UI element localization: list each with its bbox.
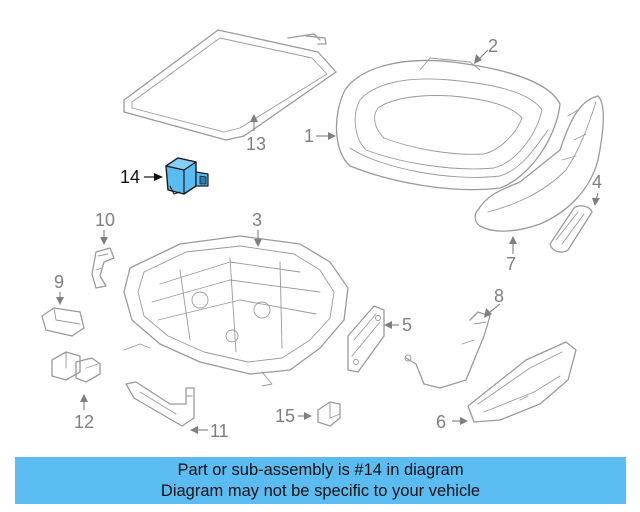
part-14-sensor-module [165,157,209,195]
part-12-bracket [51,351,101,383]
callout-4: 4 [592,172,602,192]
part-9-cover [41,307,85,337]
info-banner: Part or sub-assembly is #14 in diagram D… [15,457,626,504]
callout-2: 2 [488,36,498,56]
callout-9: 9 [54,272,64,292]
part-3-seat-frame [123,235,349,387]
part-13-seat-mat [123,29,337,141]
callout-3: 3 [252,210,262,230]
part-8-wire-harness [404,311,491,389]
part-15-small-clip [317,401,341,427]
callout-5: 5 [402,315,412,335]
part-11-mounting-bracket [125,381,195,427]
part-5-bracket-plate [347,305,385,373]
banner-line-1: Part or sub-assembly is #14 in diagram [177,461,464,479]
callout-1: 1 [304,126,314,146]
callout-15: 15 [275,406,295,426]
part-10-clip [91,247,115,289]
callout-12: 12 [74,412,94,432]
callout-13: 13 [246,134,266,154]
callout-8: 8 [494,286,504,306]
callout-7: 7 [506,254,516,274]
part-7-side-shield [474,95,604,232]
part-1-2-seat-cushion [335,57,561,191]
callout-10: 10 [95,210,115,230]
callout-11: 11 [210,421,229,441]
banner-line-2: Diagram may not be specific to your vehi… [160,482,481,500]
part-4-switch-knob [549,205,593,253]
callout-14: 14 [120,167,140,187]
callout-6: 6 [436,412,446,432]
part-6-side-trim [467,341,577,423]
